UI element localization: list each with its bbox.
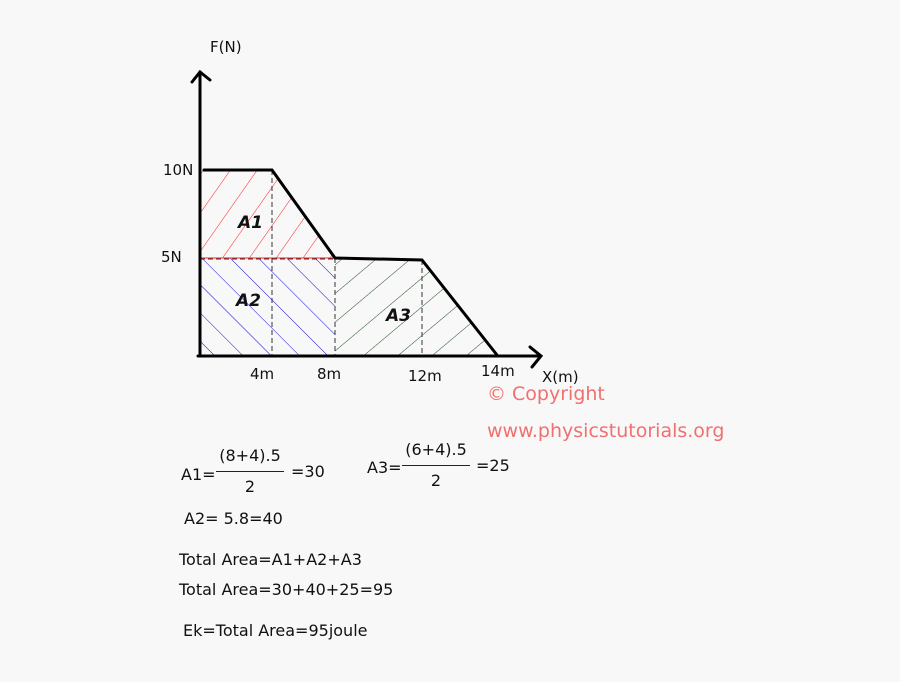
- region-a2-label: A2: [234, 291, 261, 311]
- x-tick-14: 14m: [481, 362, 515, 380]
- region-a3-label: A3: [384, 306, 411, 326]
- fraction-bar: [402, 465, 470, 466]
- y-axis-arrow-icon: [190, 69, 212, 84]
- y-axis-label: F(N): [210, 38, 242, 56]
- site-watermark: www.physicstutorials.org: [487, 420, 724, 442]
- total-formula: Total Area=A1+A2+A3: [179, 550, 362, 569]
- a1-fraction: (8+4).5 2: [216, 446, 284, 496]
- region-a1-label: A1: [236, 213, 263, 233]
- a1-result: =30: [291, 462, 325, 481]
- a3-label: A3=: [367, 458, 402, 477]
- energy-equation: Ek=Total Area=95joule: [183, 621, 368, 640]
- x-tick-4: 4m: [250, 365, 274, 383]
- a1-label: A1=: [181, 465, 216, 484]
- a3-denominator: 2: [430, 471, 442, 490]
- fraction-bar: [216, 471, 284, 472]
- region-a3-hatch: [335, 258, 497, 355]
- a3-fraction: (6+4).5 2: [402, 440, 470, 490]
- a3-result: =25: [476, 456, 510, 475]
- x-tick-8: 8m: [317, 365, 341, 383]
- region-a1-hatch: [200, 170, 335, 258]
- a1-numerator: (8+4).5: [219, 446, 281, 465]
- y-tick-5: 5N: [161, 248, 182, 266]
- y-tick-10: 10N: [163, 161, 193, 179]
- a2-equation: A2= 5.8=40: [184, 509, 283, 528]
- copyright-watermark: © Copyright: [487, 383, 605, 405]
- force-curve: [202, 168, 499, 357]
- x-tick-12: 12m: [408, 367, 442, 385]
- x-axis-label: X(m): [542, 368, 579, 386]
- a1-denominator: 2: [244, 477, 256, 496]
- total-values: Total Area=30+40+25=95: [179, 580, 394, 599]
- region-a2-hatch: [200, 258, 335, 355]
- guide-lines: [200, 170, 423, 355]
- a3-numerator: (6+4).5: [405, 440, 467, 459]
- x-axis-arrow-icon: [528, 345, 544, 369]
